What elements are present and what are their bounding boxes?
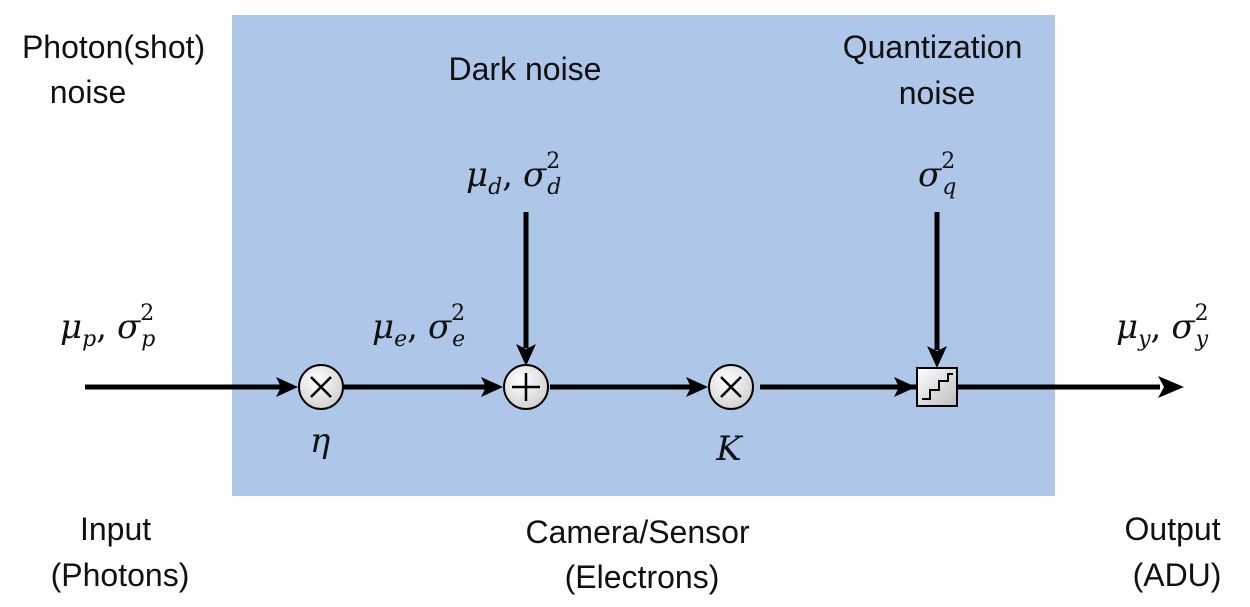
arrowhead-dark-noise	[516, 344, 536, 366]
arrowhead-into-eta	[276, 377, 298, 397]
input-label: Input (Photons)	[51, 511, 190, 593]
arrowhead-into-gain	[686, 377, 708, 397]
dark-noise-label: Dark noise	[449, 51, 602, 87]
arrowhead-into-quantizer	[894, 377, 916, 397]
arrowheads	[276, 344, 1184, 398]
quantizer-node	[916, 367, 958, 407]
arrowhead-output	[1158, 376, 1184, 398]
camera-sensor-label: Camera/Sensor (Electrons)	[526, 514, 759, 595]
quantum-efficiency-label: η	[310, 421, 331, 461]
multiply-node-gain	[708, 364, 754, 410]
arrowhead-quantization-noise	[927, 346, 947, 368]
add-node-dark-noise	[503, 364, 549, 410]
signal-path	[85, 212, 1160, 390]
multiply-node-eta	[298, 364, 344, 410]
arrowhead-into-add	[481, 377, 503, 397]
quantization-noise-label: Quantization noise	[843, 29, 1032, 111]
photon-noise-label: Photon(shot) noise	[22, 29, 214, 110]
system-gain-label: K	[715, 429, 744, 469]
output-label: Output (ADU)	[1125, 511, 1230, 593]
camera-sensor-region	[232, 15, 1055, 496]
